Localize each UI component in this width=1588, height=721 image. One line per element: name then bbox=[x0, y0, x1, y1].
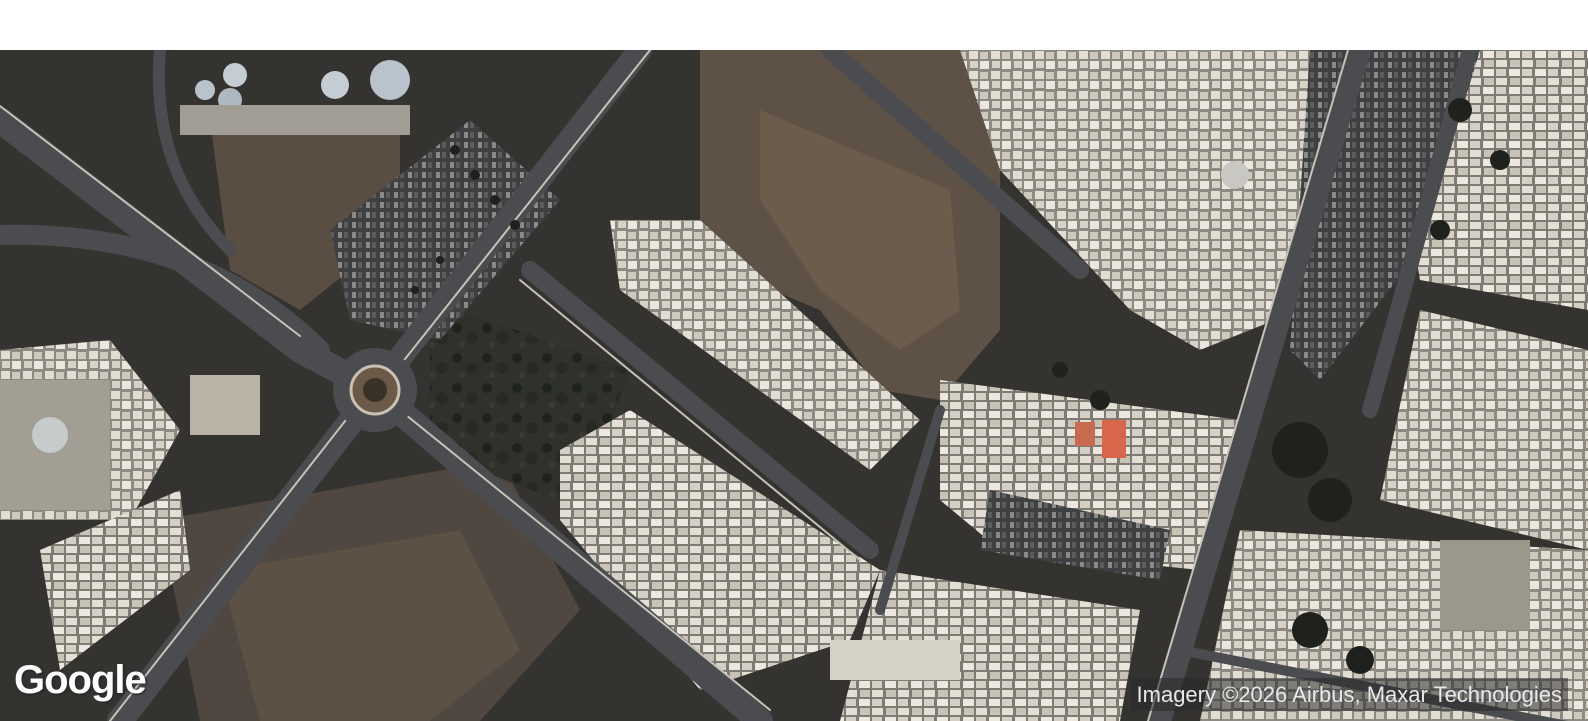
satellite-map[interactable]: Google Imagery ©2026 Airbus, Maxar Techn… bbox=[0, 50, 1588, 721]
satellite-imagery bbox=[0, 50, 1588, 721]
google-logo: Google bbox=[14, 658, 147, 702]
imagery-attribution[interactable]: Imagery ©2026 Airbus, Maxar Technologies bbox=[1130, 678, 1568, 711]
